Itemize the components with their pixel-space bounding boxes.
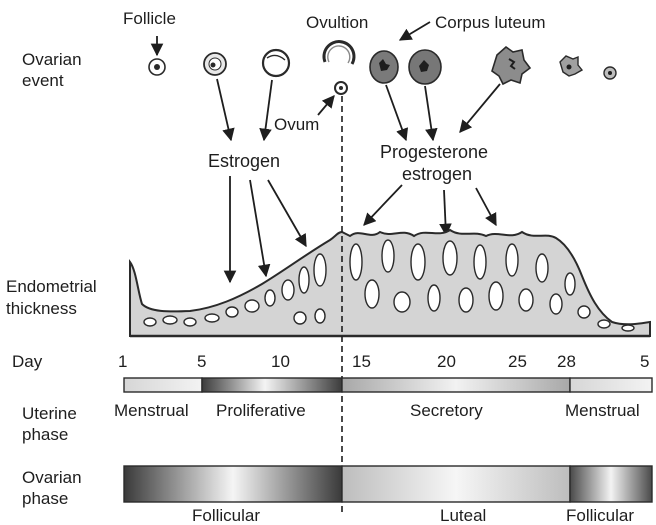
mature-follicle-icon	[263, 50, 289, 76]
label-follicle: Follicle	[123, 9, 176, 28]
label-uterine-phase-2: phase	[22, 425, 68, 444]
uterine-phase-bar	[124, 378, 652, 392]
label-progesterone-1: Progesterone	[380, 143, 488, 162]
label-ovulation: Ovultion	[306, 13, 368, 32]
label-ovarian-event-1: Ovarian	[22, 50, 82, 69]
day-tick-label: 25	[508, 352, 527, 372]
ovarian-phase-follicular: Follicular	[192, 506, 260, 525]
label-ovarian-phase-2: phase	[22, 489, 68, 508]
corpus-luteum-mature-icon	[409, 50, 441, 84]
uterine-phase-menstrual: Menstrual	[114, 401, 189, 420]
corpus-luteum-icon	[370, 51, 398, 83]
ovum-icon	[335, 82, 347, 94]
ovarian-phase-bar	[124, 466, 652, 502]
label-estrogen: Estrogen	[208, 152, 280, 171]
day-tick-label: 5	[197, 352, 206, 372]
label-ovarian-phase-1: Ovarian	[22, 468, 82, 487]
label-corpus-luteum: Corpus luteum	[435, 13, 546, 32]
day-tick-label: 20	[437, 352, 456, 372]
follicle-icon	[149, 59, 165, 75]
day-tick-label: 15	[352, 352, 371, 372]
uterine-phase-proliferative: Proliferative	[216, 401, 306, 420]
label-ovum: Ovum	[274, 115, 319, 134]
day-tick-label: 28	[557, 352, 576, 372]
ruptured-follicle-icon	[324, 42, 354, 64]
small-corpus-albicans-icon	[604, 67, 616, 79]
label-endometrial-2: thickness	[6, 299, 77, 318]
label-ovarian-event-2: event	[22, 71, 64, 90]
label-progesterone-2: estrogen	[402, 165, 472, 184]
ovarian-phase-luteal: Luteal	[440, 506, 486, 525]
corpus-albicans-icon	[560, 56, 582, 76]
uterine-phase-secretory: Secretory	[410, 401, 483, 420]
day-tick-label: 1	[118, 352, 127, 372]
uterine-phase-menstrual-2: Menstrual	[565, 401, 640, 420]
label-uterine-phase-1: Uterine	[22, 404, 77, 423]
ovarian-phase-follicular-2: Follicular	[566, 506, 634, 525]
growing-follicle-icon	[204, 53, 226, 75]
label-endometrial-1: Endometrial	[6, 277, 97, 296]
day-tick-label: 10	[271, 352, 290, 372]
degenerating-corpus-luteum-icon	[492, 47, 530, 84]
label-day: Day	[12, 352, 42, 371]
day-tick-label: 5	[640, 352, 649, 372]
